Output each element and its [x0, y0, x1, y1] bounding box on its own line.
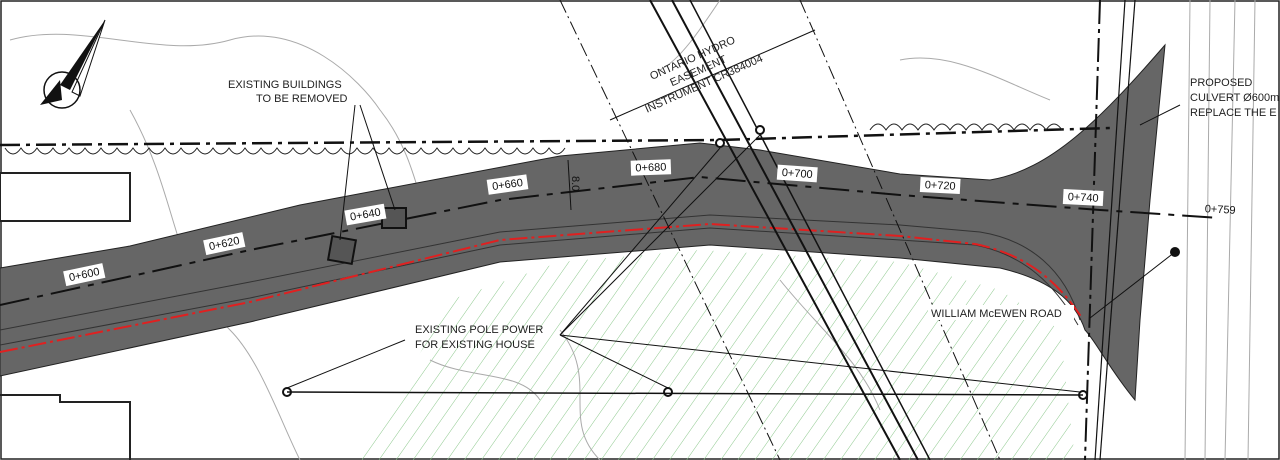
station-label: 0+660 — [491, 177, 523, 193]
road-edge-lines — [0, 214, 1081, 346]
pole-label-line1: EXISTING POLE POWER — [415, 324, 543, 336]
existing-building — [0, 172, 131, 222]
road-surface — [0, 43, 1166, 402]
property-line — [0, 126, 1111, 147]
station-label: 0+680 — [635, 161, 666, 174]
pole-label-line2: FOR EXISTING HOUSE — [415, 339, 535, 351]
hatched-area — [360, 250, 1075, 460]
tree-line-right — [869, 123, 1063, 131]
culvert-label-line3: REPLACE THE E — [1190, 107, 1277, 119]
buildings-label-line2: TO BE REMOVED — [256, 93, 348, 105]
station-label: 0+740 — [1067, 191, 1098, 205]
road-name-label: WILLIAM McEWEN ROAD — [931, 308, 1062, 320]
station-label: 0+720 — [924, 179, 955, 193]
building-to-remove — [326, 234, 358, 266]
station-labels: 0+600 0+620 0+640 0+660 0+680 0+700 0+72… — [63, 159, 1236, 287]
station-label: 0+759 — [1204, 203, 1235, 217]
hydro-lines — [559, 0, 1136, 460]
station-label: 0+700 — [781, 167, 813, 181]
north-arrow-icon — [40, 19, 106, 109]
existing-building-bottom — [0, 394, 131, 460]
tree-line — [4, 147, 566, 155]
road-centreline — [0, 175, 1221, 306]
buildings-label-line1: EXISTING BUILDINGS — [228, 79, 342, 91]
leader-lines — [286, 104, 1181, 393]
culvert-label-line2: CULVERT Ø600m — [1190, 92, 1279, 104]
culvert-label-line1: PROPOSED — [1190, 77, 1252, 89]
width-dimension: 8.0 — [569, 176, 581, 191]
ditch-flow-line — [0, 222, 1083, 353]
pole-overhead-line — [286, 391, 1084, 396]
station-label: 0+640 — [349, 206, 382, 223]
